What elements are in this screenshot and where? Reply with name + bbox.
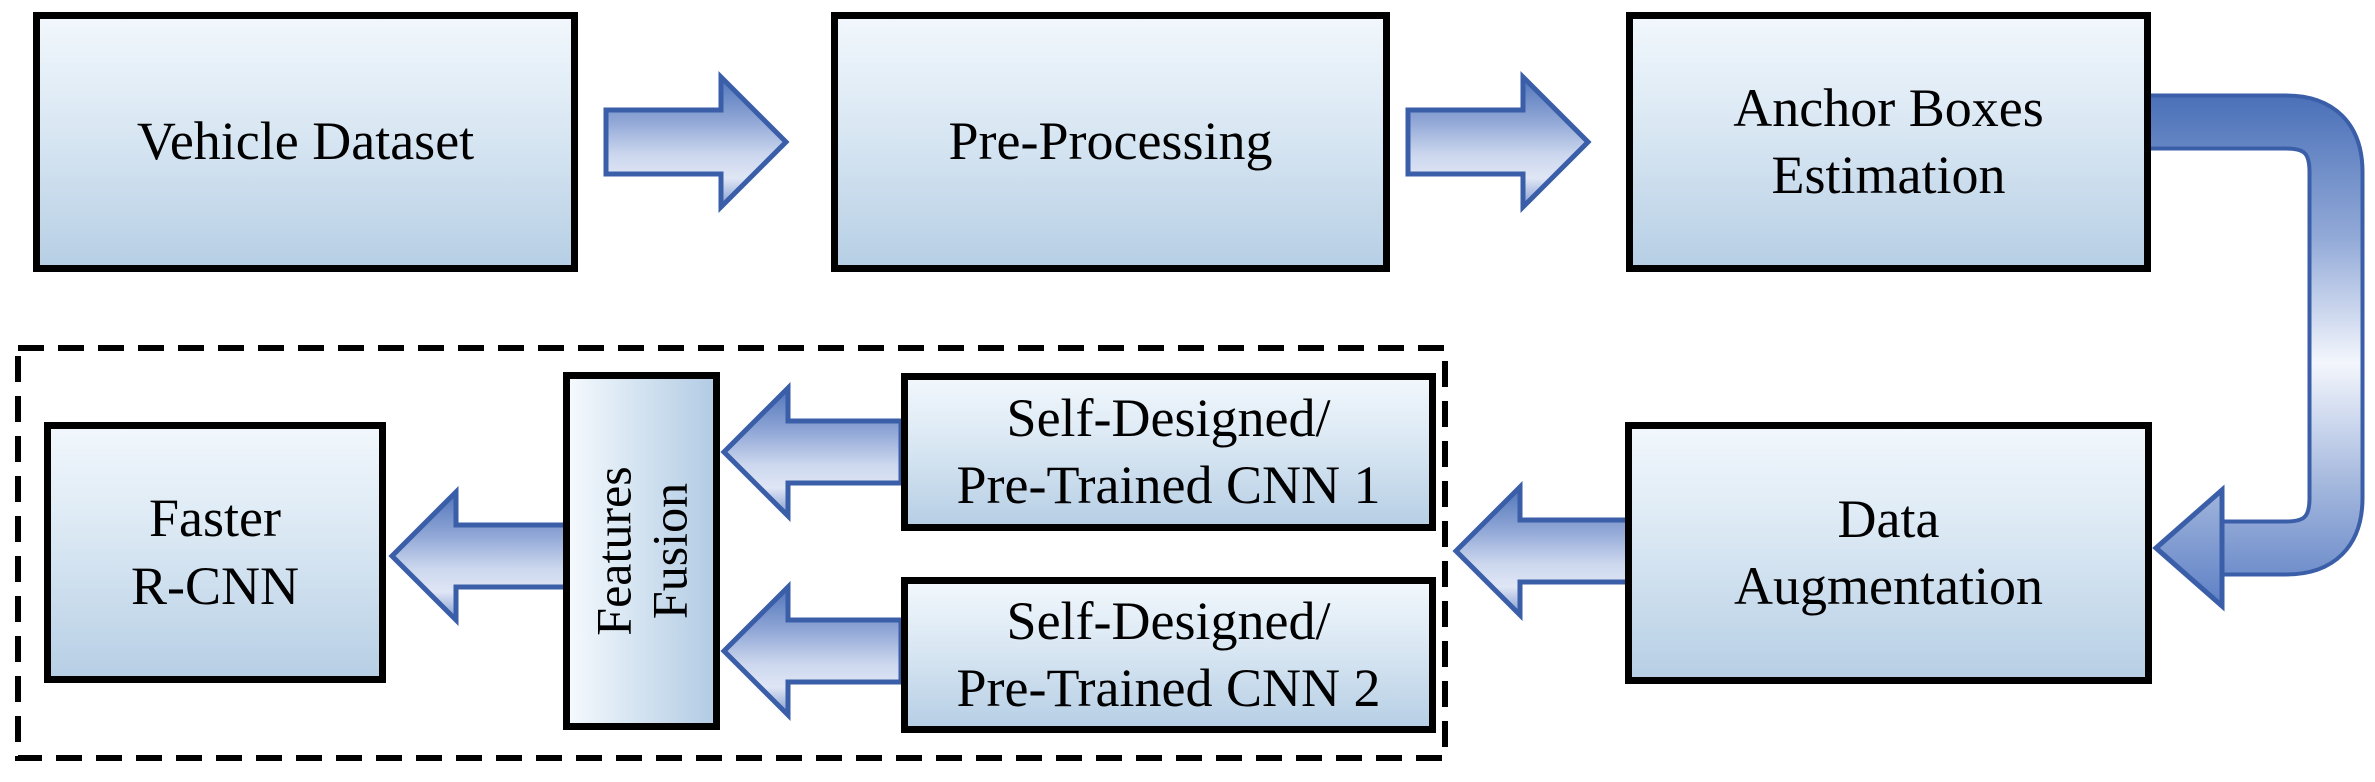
node-features-fusion: Features Fusion xyxy=(563,372,720,730)
node-vehicle-dataset: Vehicle Dataset xyxy=(33,12,578,272)
elbow-connector xyxy=(2146,97,2361,573)
node-data-augmentation: Data Augmentation xyxy=(1625,422,2152,684)
elbow-connector-outline xyxy=(2146,93,2365,577)
node-anchor-boxes-estimation: Anchor Boxes Estimation xyxy=(1626,12,2151,272)
node-features-fusion-label: Features Fusion xyxy=(585,466,698,636)
node-faster-rcnn-label: Faster R-CNN xyxy=(130,488,299,616)
node-anchor-boxes-estimation-label: Anchor Boxes Estimation xyxy=(1733,77,2044,206)
node-pre-processing: Pre-Processing xyxy=(831,12,1390,272)
arrow-left-icon-augmentation-to-cnngroup xyxy=(1452,480,1636,622)
node-cnn-2-label: Self-Designed/ Pre-Trained CNN 2 xyxy=(956,590,1381,719)
node-cnn-1: Self-Designed/ Pre-Trained CNN 1 xyxy=(901,373,1436,531)
arrow-right-icon-preprocessing-to-anchorboxes xyxy=(1405,70,1592,214)
node-cnn-1-label: Self-Designed/ Pre-Trained CNN 1 xyxy=(956,387,1381,516)
arrow-left-icon-cnn2-to-fusion xyxy=(720,580,904,722)
arrow-left-icon-fusion-to-fasterrcnn xyxy=(388,485,572,627)
elbow-arrowhead-left-icon xyxy=(2152,484,2225,612)
node-data-augmentation-label: Data Augmentation xyxy=(1734,488,2043,617)
node-vehicle-dataset-label: Vehicle Dataset xyxy=(136,111,475,172)
node-cnn-2: Self-Designed/ Pre-Trained CNN 2 xyxy=(901,577,1436,733)
node-faster-rcnn: Faster R-CNN xyxy=(44,422,386,683)
arrow-right-icon-dataset-to-preprocessing xyxy=(603,70,790,214)
arrow-left-icon-cnn1-to-fusion xyxy=(720,381,904,523)
node-pre-processing-label: Pre-Processing xyxy=(948,111,1273,172)
